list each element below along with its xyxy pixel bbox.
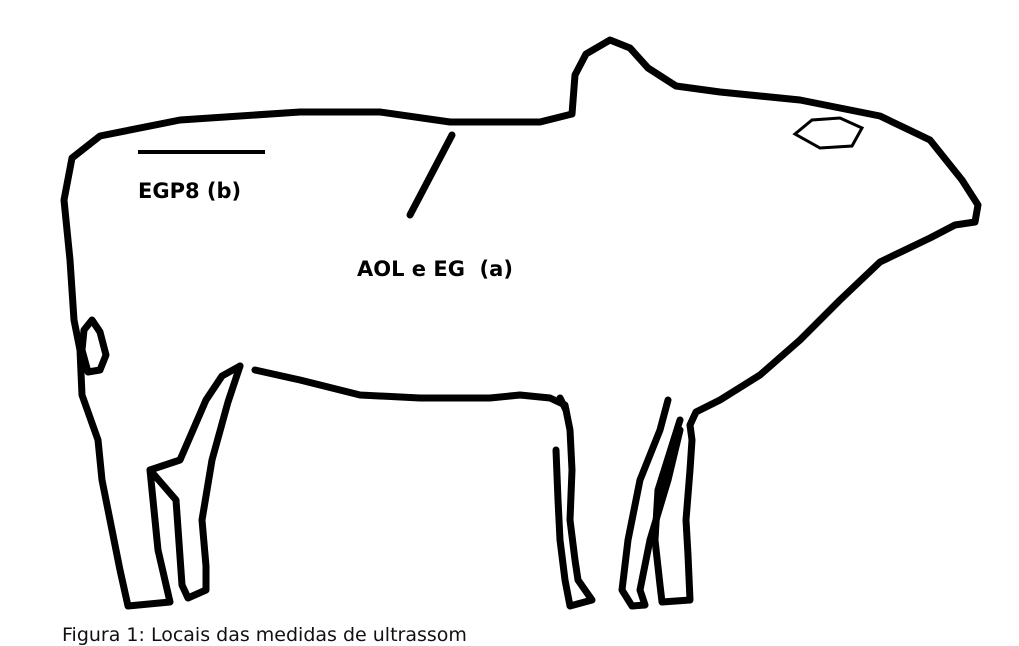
cattle-belly-outline: [255, 370, 592, 606]
aol-eg-marker-line: [410, 135, 452, 215]
cattle-front-leg-edge: [560, 398, 566, 410]
cattle-tail-outline: [82, 320, 106, 372]
figure-caption: Figura 1: Locais das medidas de ultrasso…: [62, 626, 467, 645]
aol-eg-label: AOL e EG (a): [357, 259, 513, 280]
cattle-body-outline: [64, 40, 978, 606]
eye-outline: [795, 118, 862, 148]
egp8-label: EGP8 (b): [138, 181, 241, 202]
cattle-front-leg-outline: [622, 400, 680, 606]
